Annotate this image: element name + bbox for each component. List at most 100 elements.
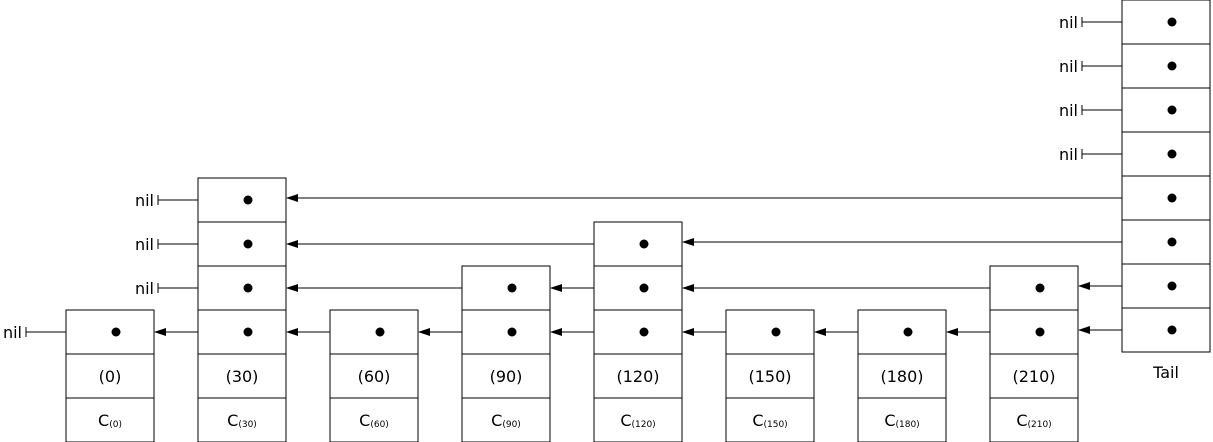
content-subscript: (60) bbox=[370, 420, 388, 430]
pointer-dot bbox=[771, 327, 781, 337]
pointer-dot bbox=[507, 283, 517, 293]
content-subscript: (90) bbox=[502, 420, 520, 430]
node-content-label: C(0) bbox=[98, 411, 122, 430]
nil-label: nil bbox=[135, 191, 154, 210]
tail-pointer-dot bbox=[1167, 61, 1177, 71]
pointer-dot bbox=[639, 239, 649, 249]
tail-pointer-cell bbox=[1121, 87, 1211, 133]
pointer-cell bbox=[65, 309, 155, 355]
pointer-cell bbox=[197, 177, 287, 223]
nil-label: nil bbox=[1059, 145, 1078, 164]
node-key-label: (0) bbox=[99, 367, 122, 386]
pointer-dot bbox=[1035, 283, 1045, 293]
content-cell bbox=[725, 397, 815, 442]
content-cell bbox=[857, 397, 947, 442]
tail-pointer-cell bbox=[1121, 131, 1211, 177]
pointer-cell bbox=[989, 265, 1079, 311]
skip-list-node: (180) C(180) bbox=[857, 309, 947, 442]
tail-pointer-dot bbox=[1167, 193, 1177, 203]
nodes-layer: (0)C(0)(30)C(30)(60)C(60)(90)C(90)(120)C… bbox=[65, 177, 1079, 442]
node-key-label: (150) bbox=[748, 367, 791, 386]
node-content-label: C(150) bbox=[752, 411, 787, 430]
skip-list-node: (90)C(90) bbox=[461, 265, 551, 442]
content-main: C bbox=[359, 411, 370, 430]
node-key-label: (60) bbox=[358, 367, 391, 386]
tail-pointer-dot bbox=[1167, 237, 1177, 247]
nil-label: nil bbox=[135, 235, 154, 254]
tail-pointer-cell bbox=[1121, 175, 1211, 221]
nil-label: nil bbox=[1059, 13, 1078, 32]
tail-pointer-dot bbox=[1167, 105, 1177, 115]
pointer-dot bbox=[639, 283, 649, 293]
pointer-cell bbox=[329, 309, 419, 355]
skip-list-node: (60)C(60) bbox=[329, 309, 419, 442]
tail-pointer-cell bbox=[1121, 43, 1211, 89]
content-subscript: (0) bbox=[109, 420, 122, 430]
pointer-dot bbox=[507, 327, 517, 337]
node-key-label: (210) bbox=[1012, 367, 1055, 386]
node-content-label: C(120) bbox=[620, 411, 655, 430]
node-content-label: C(180) bbox=[884, 411, 919, 430]
tail-pointer-dot bbox=[1167, 17, 1177, 27]
node-content-label: C(30) bbox=[227, 411, 257, 430]
content-main: C bbox=[884, 411, 895, 430]
content-subscript: (210) bbox=[1027, 420, 1051, 430]
pointer-dot bbox=[1035, 327, 1045, 337]
key-cell bbox=[329, 353, 419, 399]
key-cell bbox=[593, 353, 683, 399]
pointer-cell bbox=[857, 309, 947, 355]
nil-label: nil bbox=[1059, 101, 1078, 120]
skip-list-node: (210)C(210) bbox=[989, 265, 1079, 442]
node-content-label: C(60) bbox=[359, 411, 389, 430]
content-cell bbox=[65, 397, 155, 442]
node-key-label: (180) bbox=[880, 367, 923, 386]
node-content-label: C(210) bbox=[1016, 411, 1051, 430]
tail-label: Tail bbox=[1152, 363, 1179, 382]
skip-list-node: (30)C(30) bbox=[197, 177, 287, 442]
tail-pointer-cell bbox=[1121, 307, 1211, 353]
node-key-label: (90) bbox=[490, 367, 523, 386]
key-cell bbox=[461, 353, 551, 399]
tail-pointer-dot bbox=[1167, 149, 1177, 159]
key-cell bbox=[857, 353, 947, 399]
pointer-dot bbox=[111, 327, 121, 337]
pointer-cell bbox=[593, 221, 683, 267]
pointer-cell bbox=[989, 309, 1079, 355]
content-subscript: (120) bbox=[631, 420, 655, 430]
pointer-dot bbox=[243, 283, 253, 293]
content-main: C bbox=[620, 411, 631, 430]
nil-label: nil bbox=[1059, 57, 1078, 76]
content-cell bbox=[461, 397, 551, 442]
content-main: C bbox=[1016, 411, 1027, 430]
key-cell bbox=[989, 353, 1079, 399]
content-cell bbox=[593, 397, 683, 442]
pointer-dot bbox=[639, 327, 649, 337]
pointer-cell bbox=[725, 309, 815, 355]
tail-pointer-dot bbox=[1167, 325, 1177, 335]
content-main: C bbox=[98, 411, 109, 430]
pointer-cell bbox=[197, 309, 287, 355]
pointer-cell bbox=[197, 265, 287, 311]
pointer-dot bbox=[243, 195, 253, 205]
key-cell bbox=[65, 353, 155, 399]
node-key-label: (30) bbox=[226, 367, 259, 386]
pointer-cell bbox=[461, 309, 551, 355]
node-content-label: C(90) bbox=[491, 411, 521, 430]
nil-label: nil bbox=[135, 279, 154, 298]
content-main: C bbox=[491, 411, 502, 430]
tail-pointer-cell bbox=[1121, 219, 1211, 265]
content-subscript: (150) bbox=[763, 420, 787, 430]
pointer-dot bbox=[903, 327, 913, 337]
skip-list-node: (0)C(0) bbox=[65, 309, 155, 442]
node-key-label: (120) bbox=[616, 367, 659, 386]
tail-pointer-cell bbox=[1121, 263, 1211, 309]
tail-node: Tail bbox=[1121, 0, 1211, 382]
pointer-cell bbox=[197, 221, 287, 267]
tail-pointer-cell bbox=[1121, 0, 1211, 45]
nil-label: nil bbox=[3, 323, 22, 342]
pointer-dot bbox=[243, 239, 253, 249]
skip-list-node: (150)C(150) bbox=[725, 309, 815, 442]
content-subscript: (30) bbox=[238, 420, 256, 430]
pointer-cell bbox=[593, 309, 683, 355]
content-main: C bbox=[752, 411, 763, 430]
